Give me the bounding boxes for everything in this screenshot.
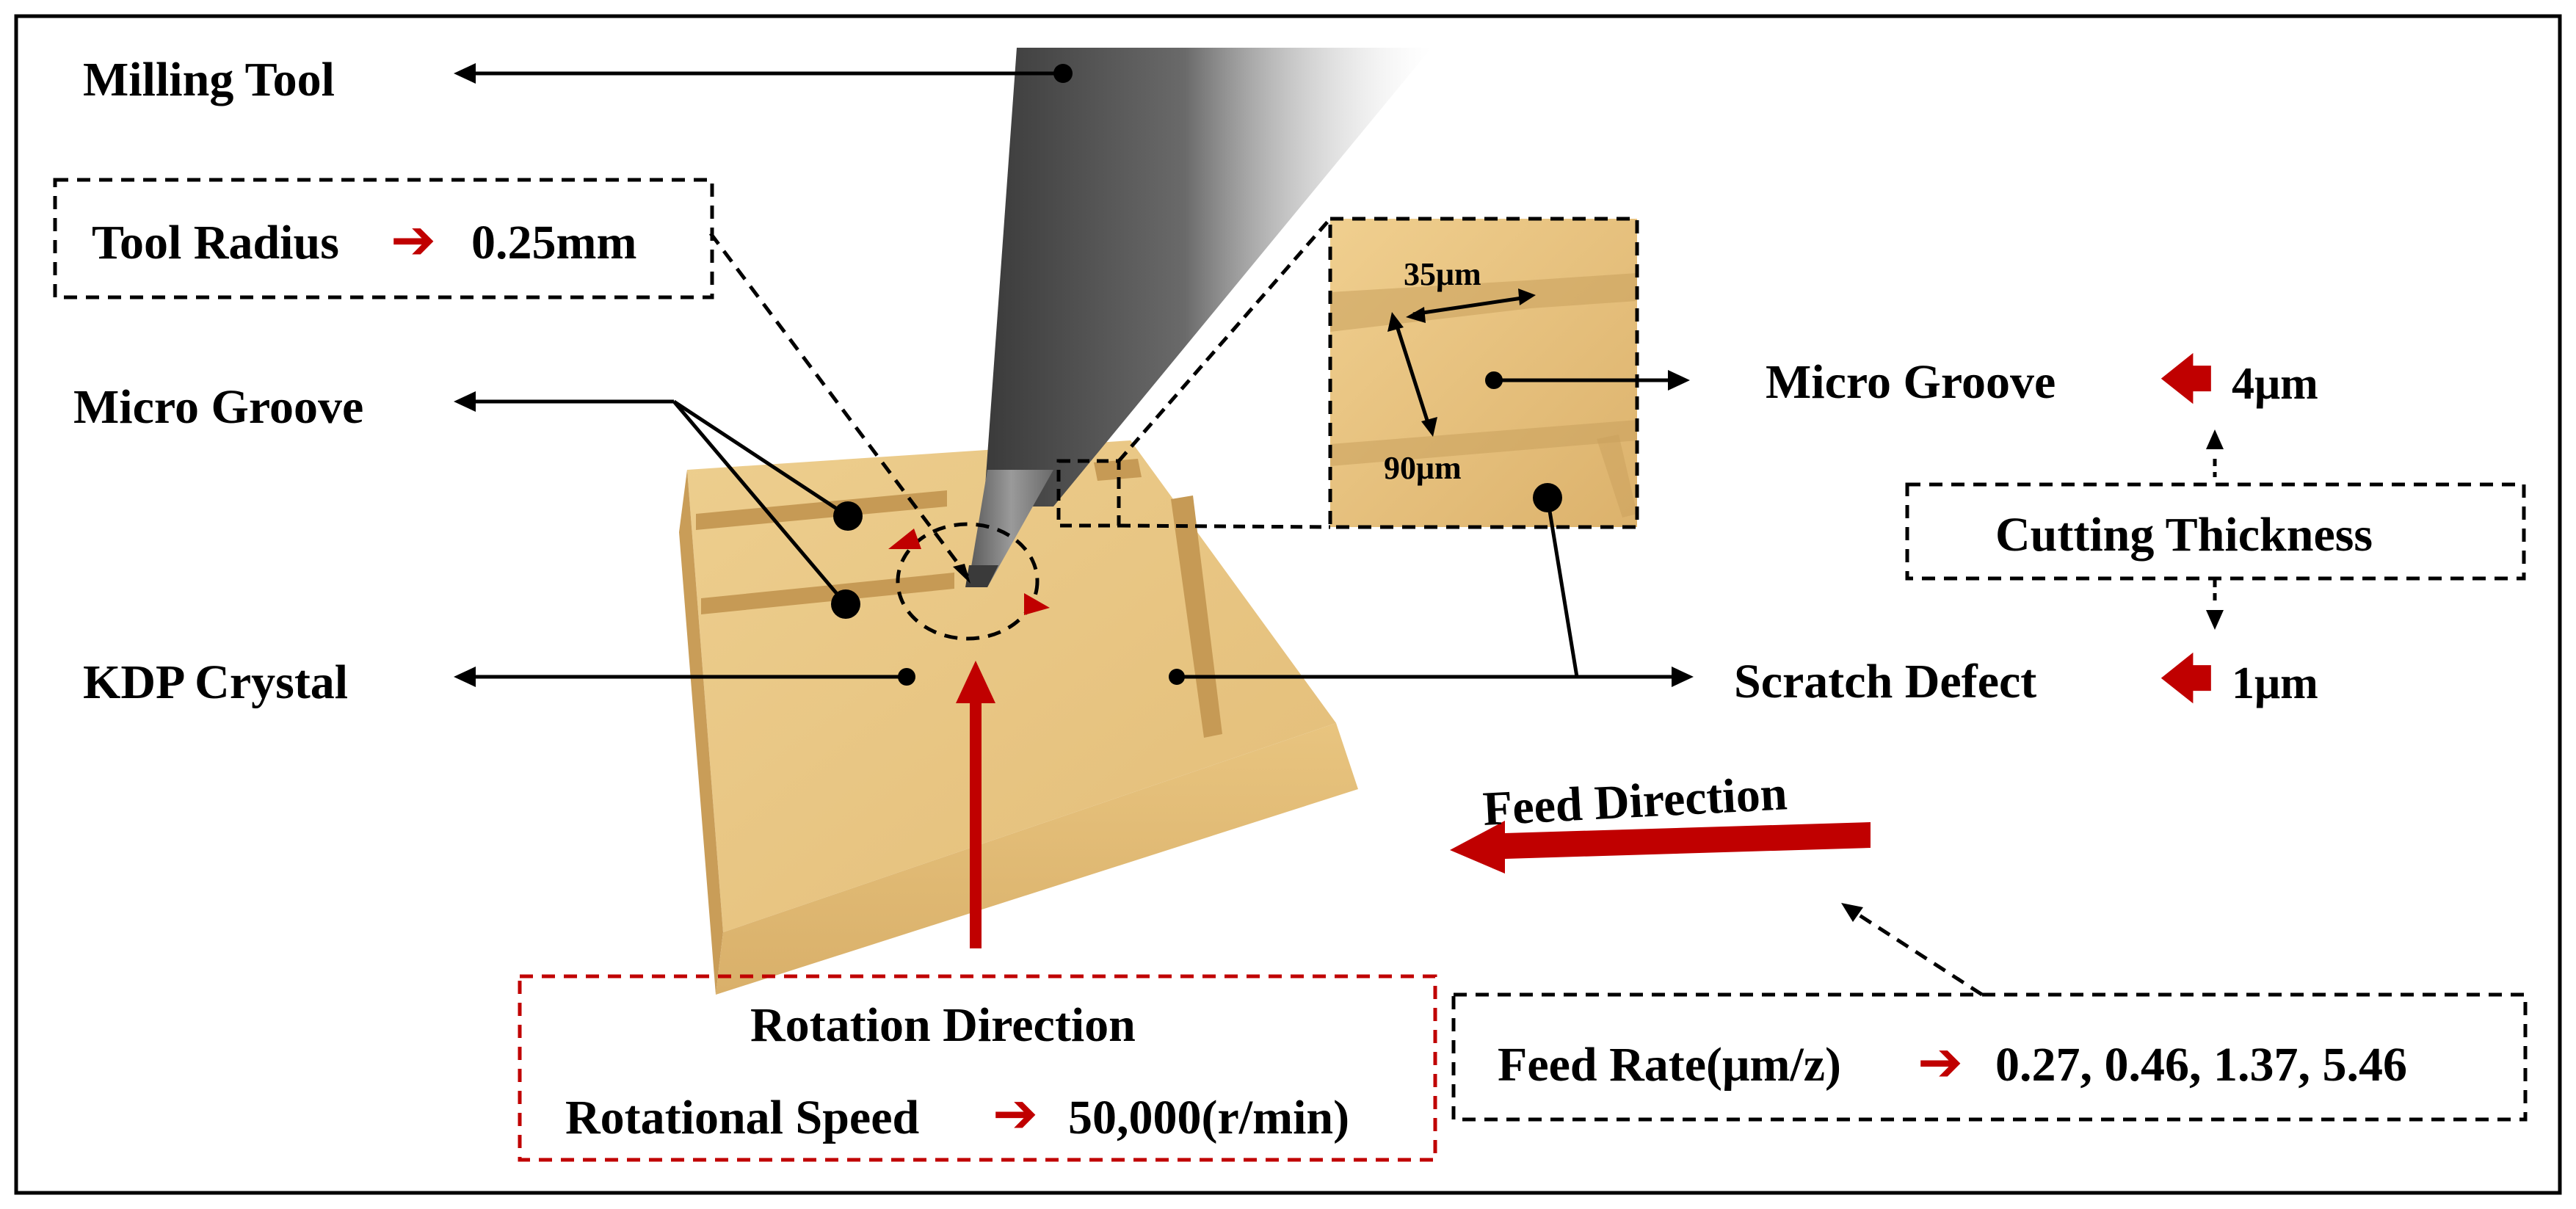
machining-zone-circle [896, 522, 1040, 641]
feed-rate-box [1451, 992, 2528, 1122]
micro-groove-left-label: Micro Groove [73, 380, 364, 434]
milling-tool-graphic [965, 48, 1432, 587]
left-arrow-icon: 🡄 [2160, 649, 2213, 709]
micro-groove-right-label: Micro Groove [1766, 355, 2056, 409]
rotation-arrowhead-left [888, 529, 921, 549]
right-arrow-icon: ➔ [1918, 1031, 1964, 1094]
scratch-defect-label: Scratch Defect [1734, 655, 2037, 708]
milling-tool-label: Milling Tool [83, 53, 335, 106]
cutting-thickness-box [1905, 482, 2526, 581]
tool-radius-label: Tool Radius [92, 216, 339, 269]
left-arrow-icon: 🡄 [2160, 349, 2213, 410]
tool-radius-box [53, 178, 714, 299]
tool-radius-value: 0.25mm [471, 216, 637, 269]
rotation-direction-label: Rotation Direction [750, 998, 1136, 1052]
right-arrow-icon: ➔ [993, 1082, 1039, 1145]
leader-arrowheads [454, 63, 2224, 922]
scratch-value: 1μm [2232, 658, 2318, 708]
right-arrow-icon: ➔ [391, 208, 437, 272]
anchor-dots [831, 64, 1562, 686]
zoom-source-box [1056, 459, 1121, 528]
feed-direction-arrow [1450, 821, 1871, 874]
inset-width-label: 35μm [1404, 256, 1481, 292]
outer-border [14, 14, 2562, 1195]
leader-lines [470, 71, 2217, 997]
micro-groove-value: 4μm [2232, 359, 2318, 409]
zoom-connector-bottom [1118, 523, 1331, 529]
rotational-speed-label: Rotational Speed [565, 1091, 920, 1144]
feed-rate-values: 0.27, 0.46, 1.37, 5.46 [1995, 1038, 2407, 1092]
zoom-connector-top [1117, 217, 1332, 462]
groove-inset [1328, 217, 1639, 529]
rotational-speed-value: 50,000(r/min) [1068, 1091, 1350, 1144]
cutting-thickness-label: Cutting Thickness [1995, 508, 2373, 562]
inset-dimension-arrows [1387, 288, 1536, 437]
rotation-direction-arrow [956, 661, 995, 948]
rotation-arrowhead-right [1024, 593, 1050, 615]
feed-rate-label: Feed Rate(μm/z) [1498, 1038, 1842, 1092]
inset-spacing-label: 90μm [1384, 450, 1462, 486]
kdp-crystal-label: KDP Crystal [83, 656, 349, 709]
kdp-crystal-block [679, 440, 1358, 995]
